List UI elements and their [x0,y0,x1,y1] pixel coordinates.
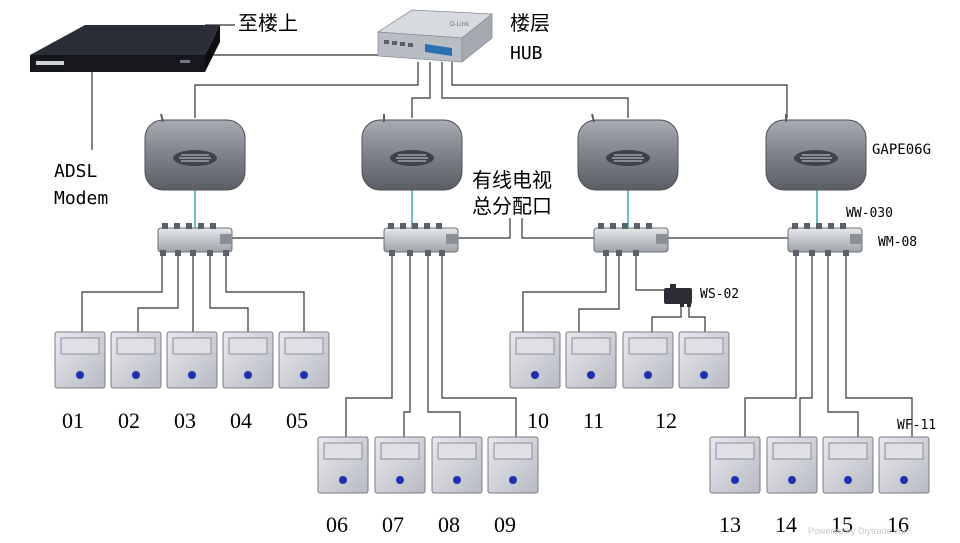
outlet-01 [54,331,106,389]
gateway-2 [361,114,463,191]
label-cable-tv-2: 总分配口 [472,194,552,218]
label-wf-model: WF-11 [897,418,937,433]
label-cable-tv-1: 有线电视 [472,168,552,192]
gateway-links [194,190,818,228]
splitter-2 [383,223,459,256]
outlet-number: 11 [583,408,605,433]
outlet-number: 04 [230,408,252,433]
outlet-05 [278,331,330,389]
floor-hub: D-Link [376,9,494,63]
label-wm-model: WM-08 [878,235,918,250]
label-adsl-2: Modem [54,188,109,209]
outlet-10 [509,331,561,389]
ws-02-splitter [664,284,692,307]
splitters [157,223,863,256]
outlet-11 [565,331,617,389]
outlet-number: 03 [174,408,196,433]
gateway-4 [765,114,867,191]
label-floor-hub-2: HUB [510,43,543,64]
outlet-16 [878,436,930,494]
label-ww-model: WW-030 [846,206,893,221]
outlet-06 [317,436,369,494]
outlet-number: 16 [887,512,909,537]
label-ws-model: WS-02 [700,287,740,302]
outlet-14 [766,436,818,494]
outlet-08 [431,436,483,494]
outlet-number: 10 [527,408,549,433]
outlet-02 [110,331,162,389]
label-gateway-model: GAPE06G [872,142,932,158]
outlet-number: 12 [655,408,677,433]
outlet-number: 08 [438,512,460,537]
watermark: Powered by Diytrade.com [808,526,912,536]
outlet-15 [822,436,874,494]
outlet-number: 07 [382,512,404,537]
outlet-number: 09 [494,512,516,537]
label-upstairs: 至楼上 [238,11,298,35]
adsl-modem [30,25,220,72]
outlet-03 [166,331,218,389]
outlet-number: 05 [286,408,308,433]
outlet-12a [622,331,674,389]
outlet-07 [374,436,426,494]
outlet-09 [487,436,539,494]
label-adsl-1: ADSL [54,161,98,182]
outlet-04 [222,331,274,389]
label-floor-hub-1: 楼层 [510,11,550,35]
wires [81,24,913,437]
gateway-1 [144,113,246,191]
svg-text:D-Link: D-Link [450,21,470,28]
outlet-number: 14 [775,512,797,537]
outlet-13 [709,436,761,494]
splitter-3 [593,223,669,256]
splitter-1 [157,223,233,256]
gateways [144,113,867,191]
outlets [54,331,930,494]
outlet-number: 06 [326,512,348,537]
outlet-number: 13 [719,512,741,537]
outlet-number: 15 [831,512,853,537]
outlet-number: 01 [62,408,84,433]
gateway-3 [577,113,679,191]
outlet-number: 02 [118,408,140,433]
splitter-4 [787,223,863,256]
outlet-12b [678,331,730,389]
